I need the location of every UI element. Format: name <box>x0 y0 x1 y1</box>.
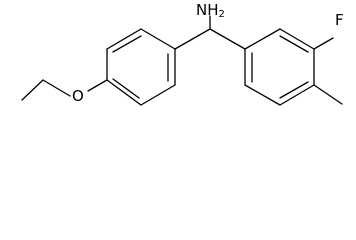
fluoro-substituent: F <box>313 11 344 50</box>
bond-ring-methyl <box>313 84 343 105</box>
amine-subscript: 2 <box>219 9 225 20</box>
bond-left-ring-3 <box>140 28 176 50</box>
bond-ch2-ch3 <box>21 79 44 101</box>
structure-diagram: O NH2 F <box>21 1 344 106</box>
bond-right-ring-double-1 <box>279 35 309 53</box>
right-benzene-ring <box>244 28 315 106</box>
bond-right-ring-2 <box>279 28 315 50</box>
bond-left-ring-5 <box>140 84 176 106</box>
left-benzene-ring <box>106 28 176 106</box>
bond-right-ring-double-2 <box>279 81 309 99</box>
methyl-substituent <box>313 84 343 105</box>
bond-left-ring-double-1 <box>112 35 142 53</box>
bond-left-ring-double-3 <box>112 78 140 99</box>
central-carbon: NH2 <box>174 1 246 50</box>
bond-right-ring-1 <box>244 28 281 50</box>
ethoxy-group: O <box>21 79 108 105</box>
bond-central-to-right-ring <box>209 28 246 50</box>
bond-right-ring-4 <box>279 84 315 106</box>
amine-label: NH <box>196 1 219 19</box>
bond-right-ring-5 <box>244 84 281 106</box>
bond-left-ring-2 <box>106 28 142 50</box>
bond-central-to-left-ring <box>174 28 211 50</box>
bond-ring-fluorine <box>313 37 334 50</box>
fluorine-atom-label: F <box>335 11 344 29</box>
bond-ring-oxygen <box>87 79 108 92</box>
bond-oxygen-ch2 <box>42 79 71 97</box>
amine-group-label: NH2 <box>196 1 225 20</box>
oxygen-atom-label: O <box>72 87 84 105</box>
bond-left-ring-6 <box>106 79 142 106</box>
